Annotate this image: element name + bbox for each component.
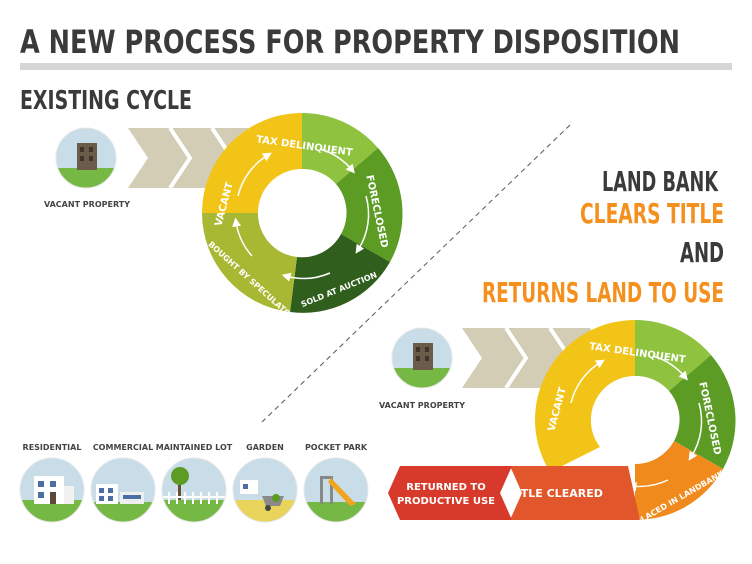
cycle-arrow-icon (652, 355, 688, 381)
commercial-building-icon (90, 457, 156, 523)
cycle-arrow-icon (570, 359, 605, 404)
outcome-label-garden: GARDEN (246, 443, 284, 452)
title-cleared-label: TITLE CLEARED (509, 487, 603, 500)
returned-to-productive-use-arrow (388, 466, 512, 520)
existing-cycle-ring (202, 113, 403, 313)
cycle-arrow-icon (237, 152, 272, 197)
slide-playground-icon (303, 457, 369, 523)
ring-segment-sold-at-auction (290, 234, 390, 313)
outcome-label-maintained-lot: MAINTAINED LOT (156, 443, 233, 452)
cycle-arrow-icon (232, 217, 253, 257)
vacant-property-label: VACANT PROPERTY (44, 200, 130, 209)
outcome-label-commercial: COMMERCIAL (93, 443, 153, 452)
ring-segment-vacant (202, 113, 302, 213)
outcome-label-pocket-park: POCKET PARK (305, 443, 368, 452)
landbank-line-3: AND (680, 236, 724, 269)
cycle-arrow-icon (355, 195, 370, 254)
ring-segment-foreclosed (336, 148, 403, 262)
house-icon (19, 457, 85, 523)
cycle-arrow-icon (627, 479, 669, 491)
title-cleared-arrow (510, 466, 640, 520)
outcome-label-residential: RESIDENTIAL (23, 443, 82, 452)
returned-label-line-1: RETURNED TO (406, 482, 485, 493)
landbank-line-1: LAND BANK (602, 165, 719, 198)
vacant-property-icon (55, 127, 117, 189)
cycle-arrow-icon (319, 148, 355, 174)
section-subtitle: EXISTING CYCLE (20, 86, 192, 116)
ring-segment-placed-in-landbank (635, 441, 723, 521)
ring-segment-bought-by-speculator (202, 213, 297, 312)
ring-segment-vacant-2 (535, 320, 635, 420)
title-rule (20, 63, 732, 70)
garden-wheelbarrow-icon (232, 457, 298, 523)
chevron-divider (168, 126, 193, 190)
ring-segment-foreclosed-2 (669, 355, 736, 469)
landbank-cycle-ring (535, 320, 736, 521)
ring-segment-tax-delinquent (302, 113, 378, 184)
landbank-line-2: CLEARS TITLE (580, 197, 724, 230)
tree-fence-icon (161, 457, 227, 523)
vacant-property-label-2: VACANT PROPERTY (379, 401, 465, 410)
chevron-divider (504, 326, 529, 390)
cycle-arrow-icon (281, 272, 331, 282)
landbank-line-4: RETURNS LAND TO USE (482, 276, 724, 309)
cycle-arrow-icon (688, 402, 703, 461)
ring-segment-tax-delinquent-2 (635, 320, 711, 391)
returned-label-line-2: PRODUCTIVE USE (397, 496, 495, 507)
page-title: A NEW PROCESS FOR PROPERTY DISPOSITION (20, 23, 680, 61)
vacant-property-icon (391, 327, 453, 389)
